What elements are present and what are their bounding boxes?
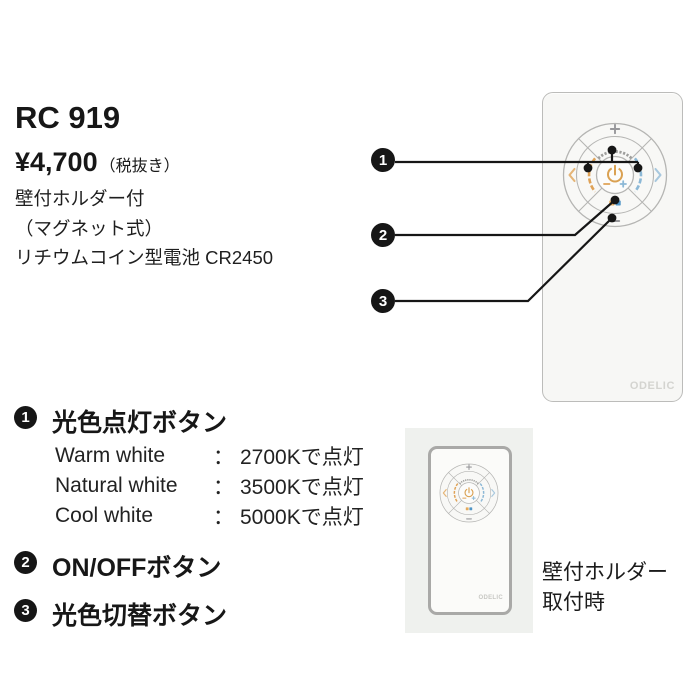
mode-colon: ： [213, 506, 234, 529]
color-mode-row: Natural white ： 3500Kで点灯 [55, 471, 364, 501]
mode-colon: ： [213, 446, 234, 469]
callout-2-marker: 2 [371, 223, 395, 247]
control-pad [561, 121, 668, 228]
color-mode-table: Warm white ： 2700Kで点灯 Natural white ： 35… [55, 441, 364, 531]
legend-2-label: ON/OFFボタン [52, 554, 222, 582]
spec-line: （マグネット式） [15, 217, 164, 239]
mode-name: Natural white [55, 474, 178, 497]
spec-line: リチウムコイン型電池 CR2450 [15, 247, 274, 268]
color-mode-row: Warm white ： 2700Kで点灯 [55, 441, 364, 471]
mode-value: 3500Kで点灯 [240, 476, 364, 499]
control-pad-small [439, 463, 499, 523]
callout-3-marker: 3 [371, 289, 395, 313]
spec-line: 壁付ホルダー付 [15, 188, 145, 209]
wall-holder-panel: ODELIC [405, 428, 533, 633]
holder-remote-illustration: ODELIC [428, 446, 512, 615]
color-mode-row: Cool white ： 5000Kで点灯 [55, 501, 364, 531]
remote-illustration: ODELIC [542, 92, 683, 402]
callout-1-marker: 1 [371, 148, 395, 172]
holder-caption-line: 壁付ホルダー [542, 561, 668, 584]
legend-1-marker: 1 [14, 406, 37, 429]
legend-1-label: 光色点灯ボタン [52, 409, 228, 437]
mode-colon: ： [213, 476, 234, 499]
mode-value: 5000Kで点灯 [240, 506, 364, 529]
brand-logo: ODELIC [629, 380, 675, 392]
legend-3-marker: 3 [14, 599, 37, 622]
legend-2-marker: 2 [14, 551, 37, 574]
holder-caption: 壁付ホルダー 取付時 [542, 558, 668, 618]
product-model: RC 919 [15, 100, 121, 135]
mode-name: Warm white [55, 444, 166, 467]
holder-caption-line: 取付時 [542, 591, 605, 614]
legend-3-label: 光色切替ボタン [52, 602, 228, 630]
product-price-row: ¥4,700 （税抜き） [15, 147, 180, 178]
price-tax-note: （税抜き） [99, 158, 180, 175]
brand-logo-small: ODELIC [478, 595, 503, 601]
product-specs: 壁付ホルダー付 （マグネット式） リチウムコイン型電池 CR2450 [15, 184, 273, 273]
mode-name: Cool white [55, 504, 154, 527]
product-price: ¥4,700 [15, 147, 98, 177]
mode-value: 2700Kで点灯 [240, 446, 364, 469]
